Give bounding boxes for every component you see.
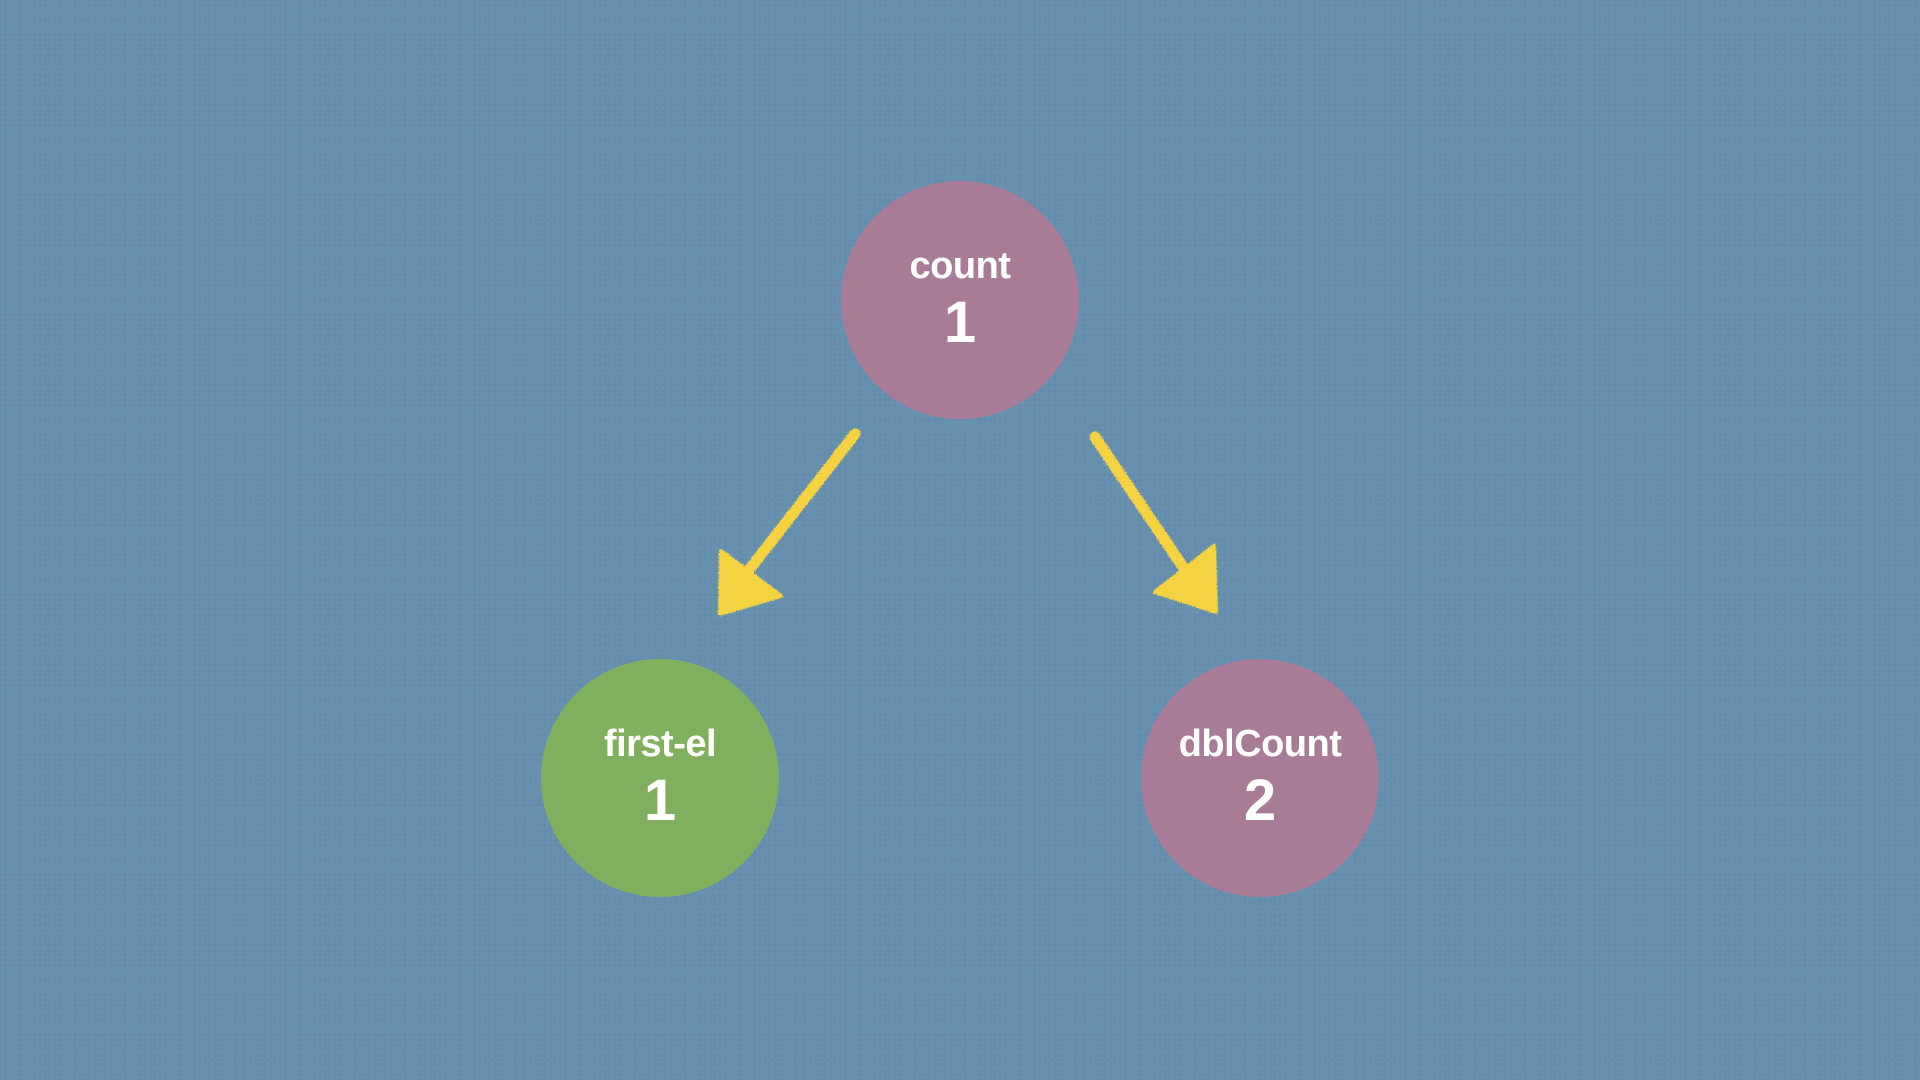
arrow-count-to-first-el — [718, 428, 861, 616]
arrowhead — [1153, 544, 1218, 614]
node-label: first-el — [603, 723, 717, 765]
arrow-shaft — [743, 428, 861, 576]
node-value: 2 — [1243, 768, 1277, 833]
node-dbl-count: dblCount 2 — [1141, 659, 1379, 897]
node-first-el: first-el 1 — [541, 659, 779, 897]
arrow-count-to-dbl-count — [1089, 431, 1218, 614]
node-value: 1 — [643, 768, 677, 833]
node-label: dblCount — [1178, 723, 1342, 765]
node-value: 1 — [943, 290, 977, 355]
arrowhead — [718, 549, 783, 616]
node-count: count 1 — [841, 181, 1079, 419]
arrow-shaft — [1089, 431, 1191, 576]
node-label: count — [909, 245, 1011, 287]
